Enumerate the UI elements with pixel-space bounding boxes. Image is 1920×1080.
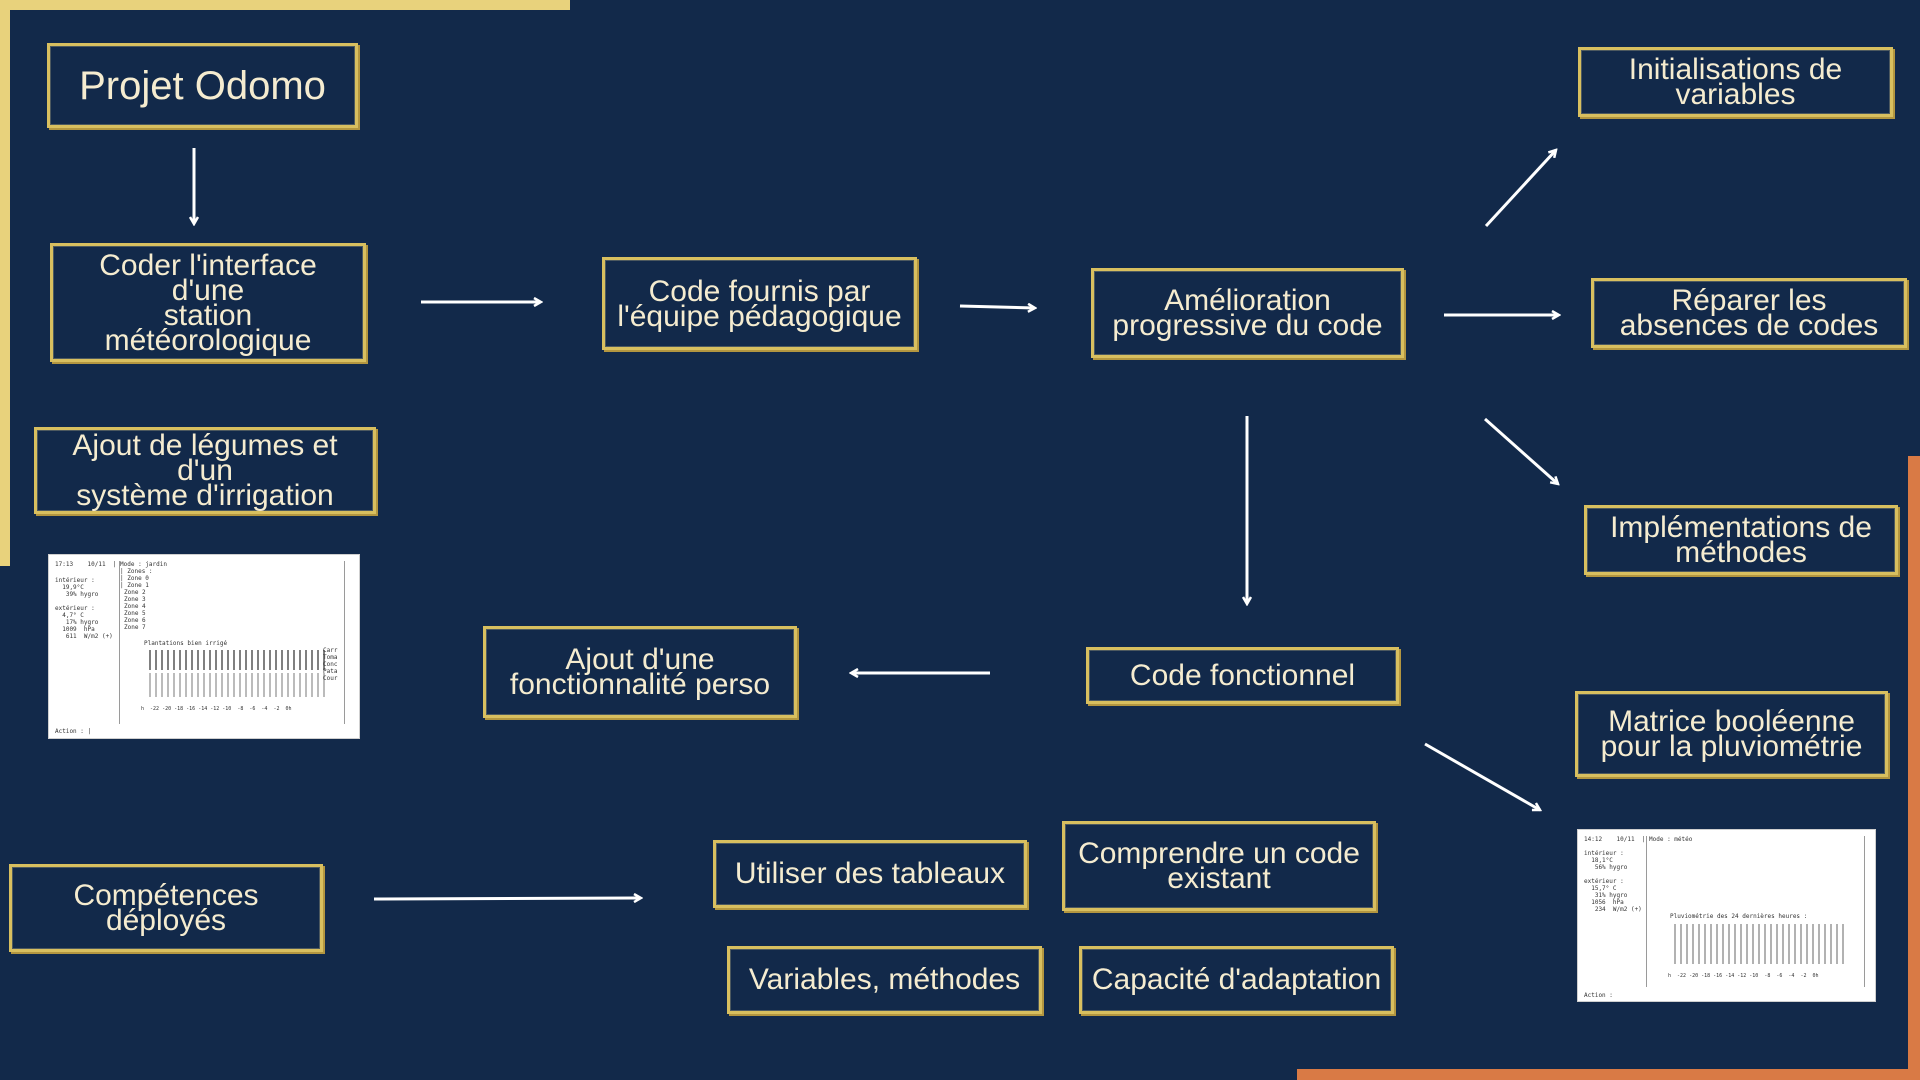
node-label: Implémentations de méthodes	[1610, 511, 1872, 569]
irrigation-matrix	[149, 650, 329, 670]
screen-header: 17:13 10/11 | Mode : jardin | Zones : | …	[55, 561, 167, 589]
rain-matrix	[1674, 924, 1844, 964]
gold-accent-left	[0, 0, 10, 566]
node-ajout-legumes: Ajout de légumes et d'un système d'irrig…	[34, 427, 376, 514]
node-code-fourni: Code fournis par l'équipe pédagogique	[602, 257, 917, 350]
node-ajout-fonctionnalite: Ajout d'une fonctionnalité perso	[483, 626, 797, 718]
screen-axis: h -22 -20 -18 -16 -14 -12 -10 -8 -6 -4 -…	[141, 706, 292, 712]
arrow-code-fonctionnel-to-matrice	[1424, 742, 1540, 812]
screen-caption: Pluviométrie des 24 dernières heures :	[1670, 913, 1808, 920]
orange-accent-bottom	[1297, 1069, 1920, 1080]
node-label: Compétences déployés	[73, 879, 259, 937]
node-label: Code fonctionnel	[1129, 658, 1356, 692]
node-coder-interface: Coder l'interface d'une station météorol…	[50, 243, 366, 362]
panel-divider	[119, 561, 120, 724]
node-label: Variables, méthodes	[748, 963, 1021, 996]
node-label: Réparer les absences de codes	[1619, 284, 1879, 342]
node-label: Coder l'interface d'une station météorol…	[99, 248, 317, 357]
node-label: Ajout de légumes et d'un système d'irrig…	[72, 429, 338, 512]
screen-action: Action :	[1584, 992, 1613, 999]
node-implementations: Implémentations de méthodes	[1584, 505, 1898, 575]
screen-action: Action : |	[55, 728, 92, 735]
node-code-fonctionnel: Code fonctionnel	[1086, 647, 1399, 704]
screen-zones: Zone 2 Zone 3 Zone 4 Zone 5 Zone 6 Zone …	[124, 589, 146, 631]
screen-axis: h -22 -20 -18 -16 -14 -12 -10 -8 -6 -4 -…	[1668, 973, 1819, 979]
terminal-screenshot-jardin: 17:13 10/11 | Mode : jardin | Zones : | …	[48, 554, 360, 739]
arrow-code-fourni-to-amelioration	[959, 306, 1035, 308]
node-utiliser-tableaux: Utiliser des tableaux	[713, 840, 1027, 908]
node-initialisations: Initialisations de variables	[1578, 47, 1893, 117]
node-projet-odomo: Projet Odomo	[47, 43, 358, 128]
node-competences: Compétences déployés	[9, 864, 323, 952]
screen-header: 14:12 10/11 | Mode : météo	[1584, 836, 1693, 843]
node-reparer: Réparer les absences de codes	[1591, 278, 1907, 348]
node-label: Ajout d'une fonctionnalité perso	[509, 643, 771, 701]
screen-legend: Carr Toma Conc Pata Cour	[323, 647, 338, 682]
node-label: Amélioration progressive du code	[1112, 284, 1383, 342]
node-label: Comprendre un code existant	[1078, 837, 1360, 895]
screen-sensor-readings: intérieur : 18,1°C 56% hygro extérieur :…	[1584, 850, 1642, 913]
panel-divider	[1646, 836, 1647, 987]
screen-caption: Plantations bien irrigé	[144, 640, 228, 647]
node-label: Utiliser des tableaux	[734, 857, 1006, 890]
terminal-screenshot-meteo: 14:12 10/11 | Mode : météo intérieur : 1…	[1577, 829, 1876, 1002]
node-matrice-booleenne: Matrice booléenne pour la pluviométrie	[1575, 691, 1888, 777]
node-capacite-adaptation: Capacité d'adaptation	[1079, 946, 1394, 1014]
arrow-amelioration-to-implementations	[1484, 417, 1558, 484]
node-comprendre-code: Comprendre un code existant	[1062, 821, 1376, 911]
screen-sensor-readings: intérieur : 19,9°C 39% hygro extérieur :…	[55, 577, 113, 640]
node-label: Projet Odomo	[79, 63, 326, 108]
node-label: Capacité d'adaptation	[1091, 963, 1382, 996]
orange-accent-right	[1908, 456, 1920, 1080]
node-variables-methodes: Variables, méthodes	[727, 946, 1042, 1014]
node-label: Code fournis par l'équipe pédagogique	[617, 274, 902, 333]
arrow-competences-to-skills	[373, 898, 641, 899]
node-amelioration: Amélioration progressive du code	[1091, 268, 1404, 358]
irrigation-matrix-lower	[149, 673, 329, 697]
panel-border-right	[1864, 836, 1865, 987]
arrow-amelioration-to-init	[1484, 150, 1556, 228]
node-label: Matrice booléenne pour la pluviométrie	[1600, 705, 1863, 763]
node-label: Initialisations de variables	[1628, 53, 1843, 111]
gold-accent-top	[0, 0, 570, 10]
panel-border-right	[344, 561, 345, 724]
